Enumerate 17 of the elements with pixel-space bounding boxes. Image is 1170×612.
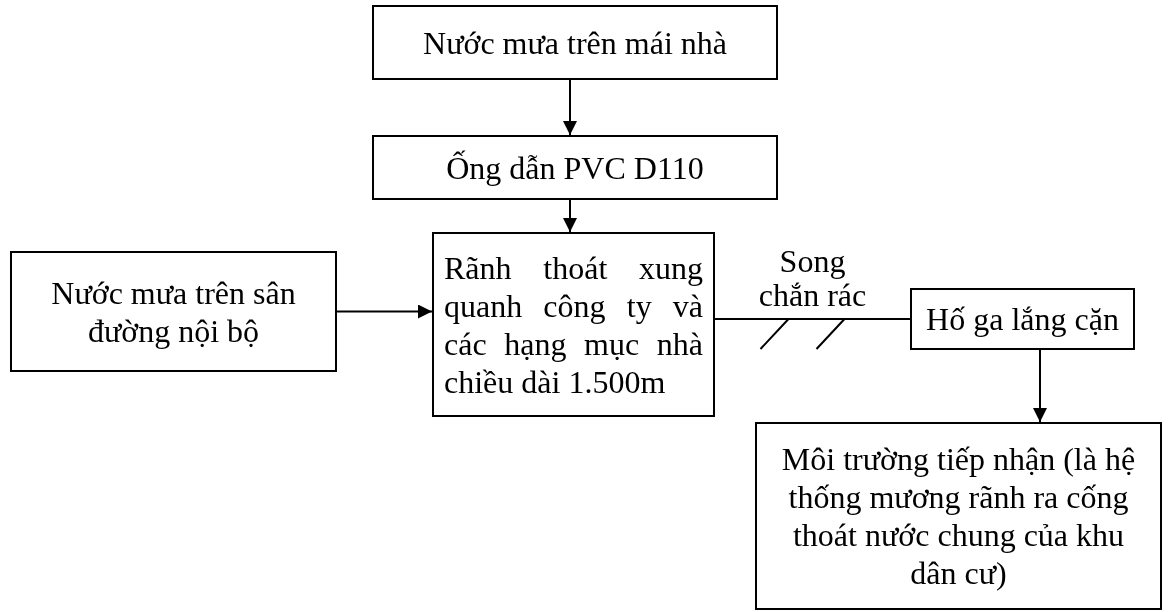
arrow — [563, 199, 577, 233]
box-text: Môi trường tiếp nhận (là hệ thống mương rãnh ra cống thoát nước chung của khu dân cư) — [780, 440, 1137, 592]
process-box — [432, 232, 715, 417]
box-text: Ống dẫn PVC D110 — [446, 148, 704, 187]
box-text: Rãnh thoát xung quanh công ty và các hạng mục nhà chiều dài 1.500m — [444, 248, 703, 401]
connector-line — [714, 318, 911, 320]
arrow — [1033, 349, 1047, 423]
box-text: Nước mưa trên sân đường nội bộ — [50, 273, 297, 350]
process-box — [910, 288, 1135, 350]
box-text: Hố ga lắng cặn — [926, 300, 1119, 338]
process-box — [755, 422, 1162, 610]
box-text: Nước mưa trên mái nhà — [423, 23, 727, 62]
process-box — [372, 135, 778, 200]
process-box — [10, 251, 337, 372]
arrow — [336, 304, 433, 319]
process-box — [372, 5, 778, 80]
arrow — [563, 79, 577, 136]
